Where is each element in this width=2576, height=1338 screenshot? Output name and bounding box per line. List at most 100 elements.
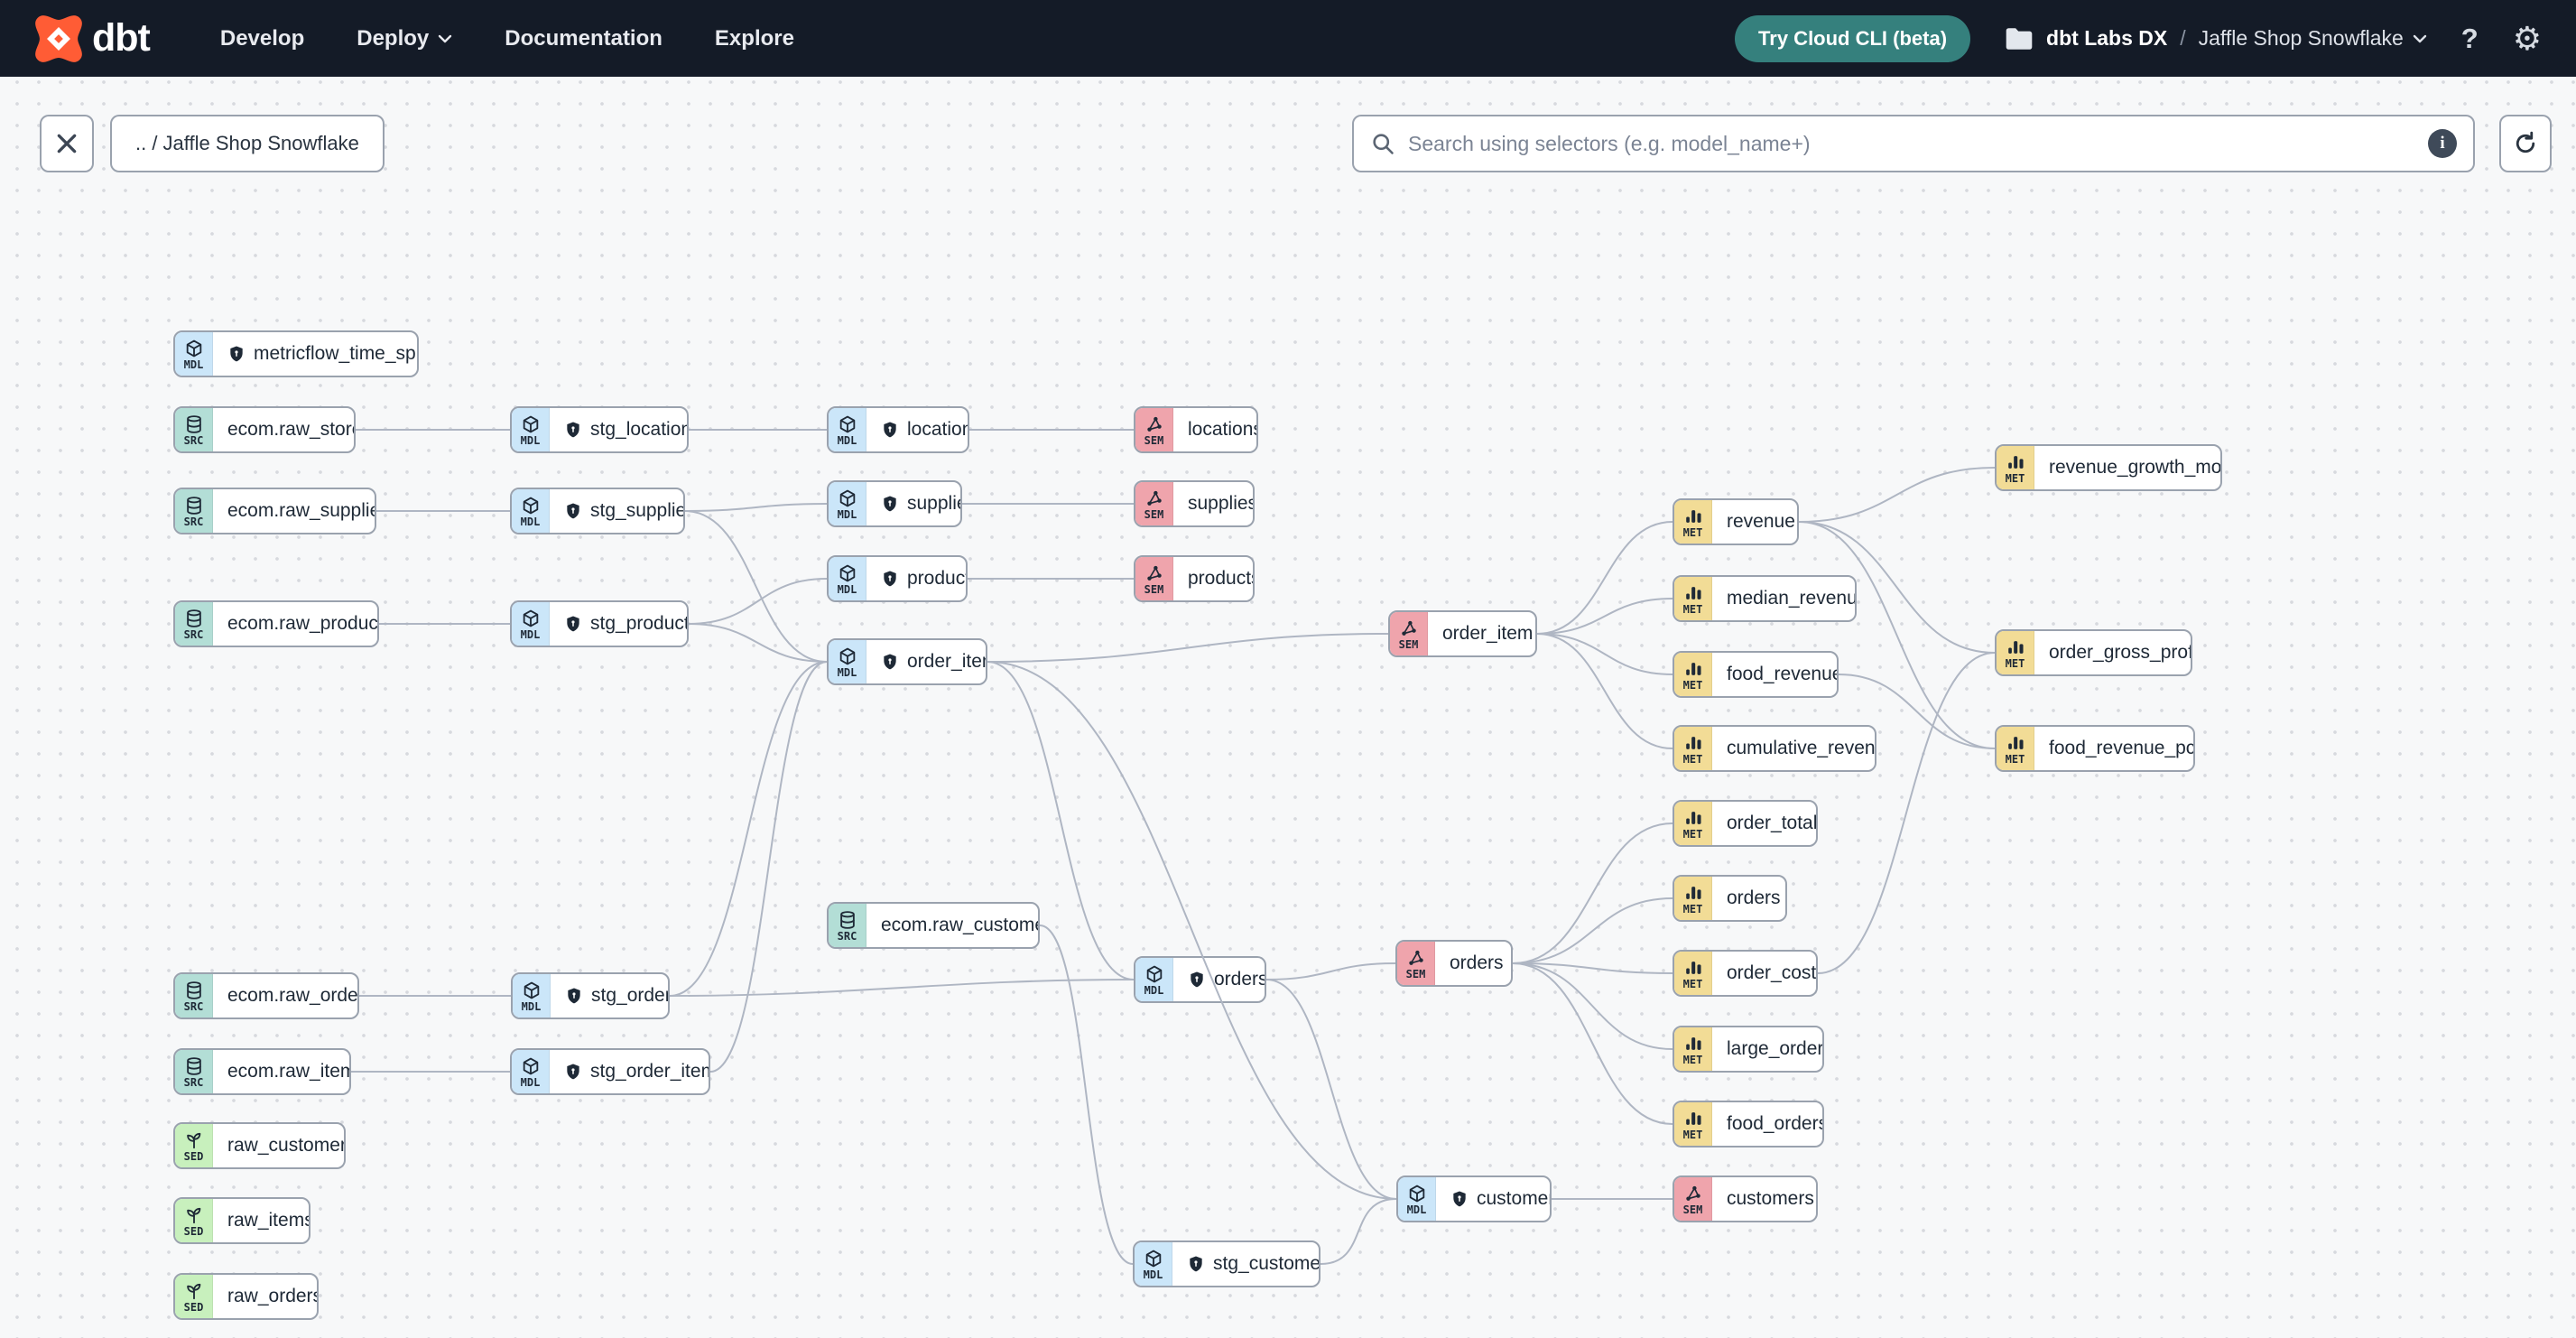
node-label: products <box>1188 568 1255 589</box>
nav-explore[interactable]: Explore <box>714 25 794 51</box>
node-label: stg_products <box>590 613 689 634</box>
search-input[interactable] <box>1408 131 2415 156</box>
project-selector[interactable]: Jaffle Shop Snowflake <box>2199 26 2427 51</box>
node-label: revenue <box>1727 511 1795 532</box>
node-type-label: MET <box>1682 1053 1703 1066</box>
refresh-button[interactable] <box>2499 115 2552 172</box>
node-type-label: MET <box>1682 827 1703 841</box>
node-type-label: SEM <box>1398 637 1419 651</box>
nav-documentation[interactable]: Documentation <box>505 25 663 51</box>
graph-node-met_order_gross_profit[interactable]: MET order_gross_profit <box>1995 629 2192 676</box>
node-type-label: MET <box>1682 752 1703 766</box>
bar-chart-icon: MET <box>1997 446 2034 489</box>
gear-icon[interactable]: ⚙ <box>2512 19 2542 57</box>
bar-chart-icon: MET <box>1674 577 1712 620</box>
database-icon: SRC <box>175 489 213 533</box>
cube-icon: MDL <box>829 640 866 683</box>
nav-deploy[interactable]: Deploy <box>357 26 452 51</box>
node-label: stg_orders <box>591 985 668 1006</box>
node-type-label: SEM <box>1144 507 1164 521</box>
top-navbar: dbt Develop Deploy Documentation Explore… <box>0 0 2576 77</box>
database-icon: SRC <box>175 1050 213 1093</box>
node-label: orders <box>1727 887 1781 908</box>
help-icon[interactable]: ? <box>2460 22 2479 54</box>
node-type-label: MET <box>2005 752 2025 766</box>
sprout-icon: SED <box>175 1275 213 1318</box>
node-label: food_orders <box>1727 1113 1824 1134</box>
node-label: raw_orders <box>227 1286 319 1306</box>
graph-node-mdl_customers[interactable]: MDL customers <box>1396 1175 1552 1222</box>
try-cloud-cli-button[interactable]: Try Cloud CLI (beta) <box>1735 14 1971 62</box>
node-label: order_gross_profit <box>2049 642 2192 663</box>
node-label: stg_locations <box>590 419 687 440</box>
node-type-label: MDL <box>520 515 541 528</box>
cube-icon: MDL <box>1135 958 1173 1001</box>
graph-node-met_revenue_growth_mom[interactable]: MET revenue_growth_mom <box>1995 444 2222 491</box>
graph-node-mdl_products[interactable]: MDLproducts <box>827 555 968 602</box>
node-type-label: SED <box>183 1300 204 1314</box>
close-lineage-button[interactable] <box>40 115 94 172</box>
chevron-down-icon <box>439 34 452 42</box>
account-name[interactable]: dbt Labs DX <box>2046 26 2168 50</box>
breadcrumb-label: .. / Jaffle Shop Snowflake <box>135 132 359 154</box>
dbt-logo[interactable]: dbt <box>34 14 151 63</box>
node-type-label: MDL <box>1406 1203 1427 1216</box>
node-label: stg_order_items <box>590 1061 709 1082</box>
graph-node-sed_raw_orders[interactable]: SED raw_orders <box>173 1273 319 1320</box>
node-type-label: SED <box>183 1149 204 1163</box>
node-label: revenue_growth_mom <box>2049 457 2222 478</box>
node-type-label: MET <box>2005 656 2025 670</box>
navbar-right: Try Cloud CLI (beta) dbt Labs DX / Jaffl… <box>1735 14 2542 62</box>
nav-develop[interactable]: Develop <box>219 25 305 51</box>
dbt-wordmark: dbt <box>92 16 151 60</box>
node-type-label: SRC <box>183 515 204 528</box>
node-type-label: SRC <box>183 627 204 641</box>
node-type-label: MET <box>1682 602 1703 616</box>
selector-search: i <box>1352 115 2475 172</box>
graph-node-mdl_supplies[interactable]: MDLsupplies <box>827 480 962 527</box>
bar-chart-icon: MET <box>1997 727 2034 770</box>
node-type-label: SED <box>183 1224 204 1238</box>
graph-node-mdl_locations[interactable]: MDLlocations <box>827 406 969 453</box>
node-type-label: MDL <box>521 999 542 1013</box>
folder-icon <box>2005 27 2034 51</box>
info-icon[interactable]: i <box>2428 129 2457 158</box>
breadcrumb[interactable]: .. / Jaffle Shop Snowflake <box>110 115 385 172</box>
node-label: customers <box>1477 1188 1550 1209</box>
semantic-graph-icon: SEM <box>1390 612 1428 655</box>
graph-node-mdl_stg_orders[interactable]: MDL stg_orders <box>511 972 670 1019</box>
